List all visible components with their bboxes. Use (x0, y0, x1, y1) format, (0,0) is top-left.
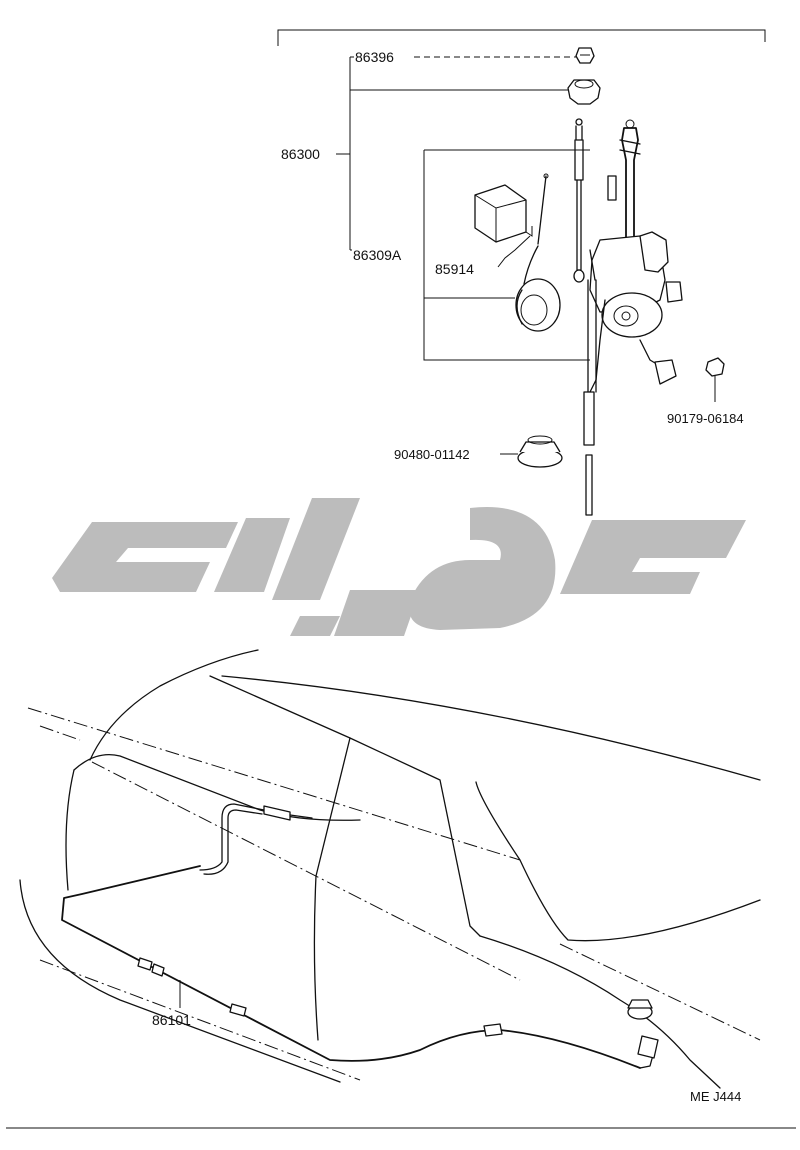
part-label-86396: 86396 (355, 49, 394, 65)
nut-90179-part (705, 357, 725, 402)
diagram-code: ME J444 (690, 1089, 742, 1104)
part-label-86309A: 86309A (353, 247, 402, 263)
part-label-90480-01142: 90480-01142 (394, 447, 470, 462)
part-label-86101: 86101 (152, 1012, 191, 1028)
part-label-90179-06184: 90179-06184 (667, 411, 744, 426)
watermark-logo (52, 498, 746, 636)
antenna-relay-part (474, 173, 549, 245)
car-body-illustration (6, 649, 796, 1129)
part-label-85914: 85914 (435, 261, 474, 277)
grommet-90480-part (500, 435, 563, 468)
assembly-bracket (277, 29, 766, 361)
part-label-86300: 86300 (281, 146, 320, 162)
antenna-mast-part (573, 118, 585, 283)
antenna-bushing-part (567, 79, 601, 105)
cable-reel-part (515, 245, 561, 332)
antenna-nut-part (575, 47, 595, 64)
antenna-motor-assembly (583, 119, 683, 516)
